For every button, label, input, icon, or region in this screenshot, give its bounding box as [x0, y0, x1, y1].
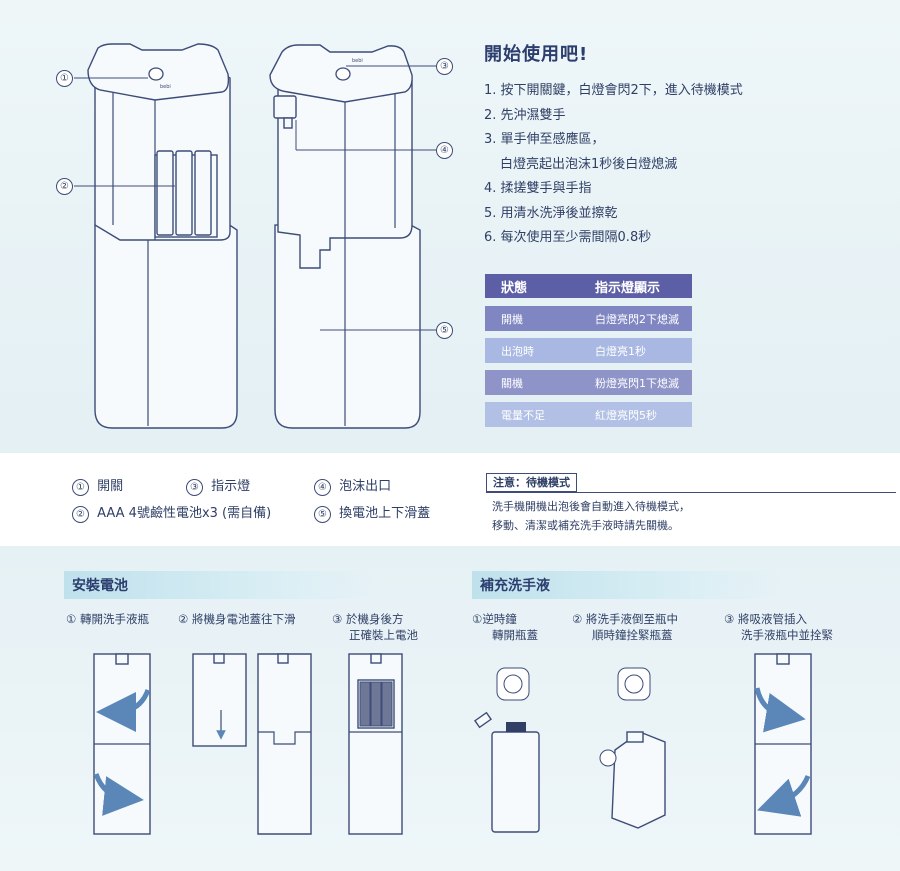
legend-item: ③ 指示燈	[186, 475, 250, 496]
status-light: 紅燈亮閃5秒	[595, 408, 657, 422]
battery-step3-illustration	[348, 653, 403, 835]
usage-step: 1. 按下開關鍵，白燈會閃2下，進入待機模式	[484, 83, 743, 98]
step-text: 於機身後方	[345, 612, 404, 626]
legend-item: ① 開關	[72, 475, 123, 496]
device-front-illustration: bebi	[87, 43, 238, 429]
header-light: 指示燈顯示	[595, 280, 661, 296]
step-text: 將機身電池蓋往下滑	[191, 612, 296, 626]
status-row: 電量不足 紅燈亮閃5秒	[485, 402, 692, 427]
rotate-arrow-icon	[93, 773, 144, 816]
status-row: 出泡時 白燈亮1秒	[485, 338, 692, 363]
callout-5: ⑤	[436, 322, 453, 339]
status-light: 白燈亮1秒	[595, 344, 646, 358]
legend-num: ④	[314, 479, 331, 496]
battery-step: ③ 於機身後方 正確裝上電池	[332, 611, 418, 643]
refill-step1-illustration	[473, 667, 540, 833]
battery-section-title: 安裝電池	[64, 571, 380, 599]
refill-step: ③ 將吸液管插入 洗手液瓶中並拴緊	[724, 611, 833, 643]
status-state: 電量不足	[501, 408, 545, 422]
step-text-2: 轉開瓶蓋	[492, 628, 538, 642]
rotate-arrow-icon	[757, 774, 811, 817]
step-num: ②	[572, 612, 583, 626]
refill-step: ② 將洗手液倒至瓶中 順時鐘拴緊瓶蓋	[572, 611, 678, 643]
status-table: 狀態 指示燈顯示 開機 白燈亮閃2下熄滅 出泡時 白燈亮1秒 關機 粉燈亮閃1下…	[485, 274, 692, 427]
step-num: ①	[472, 612, 483, 626]
status-row: 關機 粉燈亮閃1下熄滅	[485, 370, 692, 395]
note-text: 洗手機開機出泡後會自動進入待機模式， 移動、清潔或補充洗手液時請先關機。	[492, 497, 892, 535]
battery-step1-illustration	[93, 653, 151, 835]
legend-label: 換電池上下滑蓋	[339, 506, 431, 521]
header-state: 狀態	[501, 280, 528, 296]
callout-2: ②	[56, 178, 73, 195]
usage-step: 3. 單手伸至感應區，	[484, 132, 605, 147]
status-light: 白燈亮閃2下熄滅	[595, 312, 679, 326]
step-text-2: 洗手液瓶中並拴緊	[741, 628, 833, 642]
battery-step: ① 轉開洗手液瓶	[66, 611, 149, 627]
step-text-2: 正確裝上電池	[349, 628, 418, 642]
callout-3: ③	[436, 58, 453, 75]
note-tag: 注意：待機模式	[486, 473, 577, 492]
battery-step: ② 將機身電池蓋往下滑	[178, 611, 295, 627]
step-num: ②	[178, 612, 189, 626]
rotate-arrow-icon	[754, 687, 806, 733]
refill-step2-illustration	[599, 667, 666, 829]
note-line: 移動、清潔或補充洗手液時請先關機。	[492, 519, 679, 532]
usage-title: 開始使用吧!	[484, 44, 589, 65]
refill-step3-illustration	[754, 653, 812, 835]
device-diagram: bebi bebi	[74, 43, 436, 429]
legend-label: 泡沫出口	[339, 479, 392, 494]
legend-item: ② AAA 4號鹼性電池x3 (需自備)	[72, 502, 271, 523]
legend-num: ⑤	[314, 506, 331, 523]
legend-num: ②	[72, 506, 89, 523]
legend-band	[0, 453, 900, 546]
usage-step: 白燈亮起出泡沫1秒後白燈熄滅	[500, 156, 678, 172]
callout-1: ①	[56, 70, 73, 87]
step-text: 逆時鐘	[482, 612, 517, 626]
legend-label: AAA 4號鹼性電池x3 (需自備)	[97, 506, 272, 521]
standby-note: 注意：待機模式	[486, 471, 577, 492]
refill-step: ①逆時鐘 轉開瓶蓋	[472, 611, 538, 643]
step-num: ③	[724, 612, 735, 626]
instruction-illustrations	[93, 653, 812, 835]
device-back-illustration: bebi	[269, 44, 421, 429]
legend-item: ⑤ 換電池上下滑蓋	[314, 502, 430, 523]
step-text: 將吸液管插入	[737, 612, 807, 626]
usage-step: 4. 揉搓雙手與手指	[484, 181, 592, 196]
status-row: 開機 白燈亮閃2下熄滅	[485, 306, 692, 331]
usage-step: 5. 用清水洗淨後並擦乾	[484, 205, 618, 221]
callout-lines	[74, 65, 436, 331]
step-text: 將洗手液倒至瓶中	[585, 612, 678, 626]
legend-label: 開關	[97, 479, 124, 494]
status-state: 出泡時	[501, 344, 534, 358]
status-state: 開機	[501, 312, 523, 326]
brand-mark-front: bebi	[160, 84, 171, 90]
legend-item: ④ 泡沫出口	[314, 475, 391, 496]
note-line: 洗手機開機出泡後會自動進入待機模式，	[492, 500, 690, 513]
step-text: 轉開洗手液瓶	[79, 612, 149, 626]
legend-label: 指示燈	[211, 479, 251, 494]
legend-num: ①	[72, 479, 89, 496]
step-num: ①	[66, 612, 77, 626]
step-text-2: 順時鐘拴緊瓶蓋	[592, 628, 673, 642]
status-light: 粉燈亮閃1下熄滅	[595, 376, 679, 390]
refill-section-title: 補充洗手液	[472, 571, 788, 599]
legend-num: ③	[186, 479, 203, 496]
usage-steps: 1. 按下開關鍵，白燈會閃2下，進入待機模式 2. 先沖濕雙手 3. 單手伸至感…	[484, 79, 884, 251]
status-state: 關機	[501, 376, 523, 390]
brand-mark-back: bebi	[352, 58, 363, 64]
rotate-arrow-icon	[96, 689, 151, 732]
note-divider	[486, 492, 896, 494]
battery-step2-illustration	[192, 653, 312, 835]
callout-4: ④	[436, 142, 453, 159]
usage-step: 2. 先沖濕雙手	[484, 107, 566, 123]
usage-step: 6. 每次使用至少需間隔0.8秒	[484, 230, 652, 245]
status-table-header: 狀態 指示燈顯示	[485, 274, 692, 298]
step-num: ③	[332, 612, 343, 626]
